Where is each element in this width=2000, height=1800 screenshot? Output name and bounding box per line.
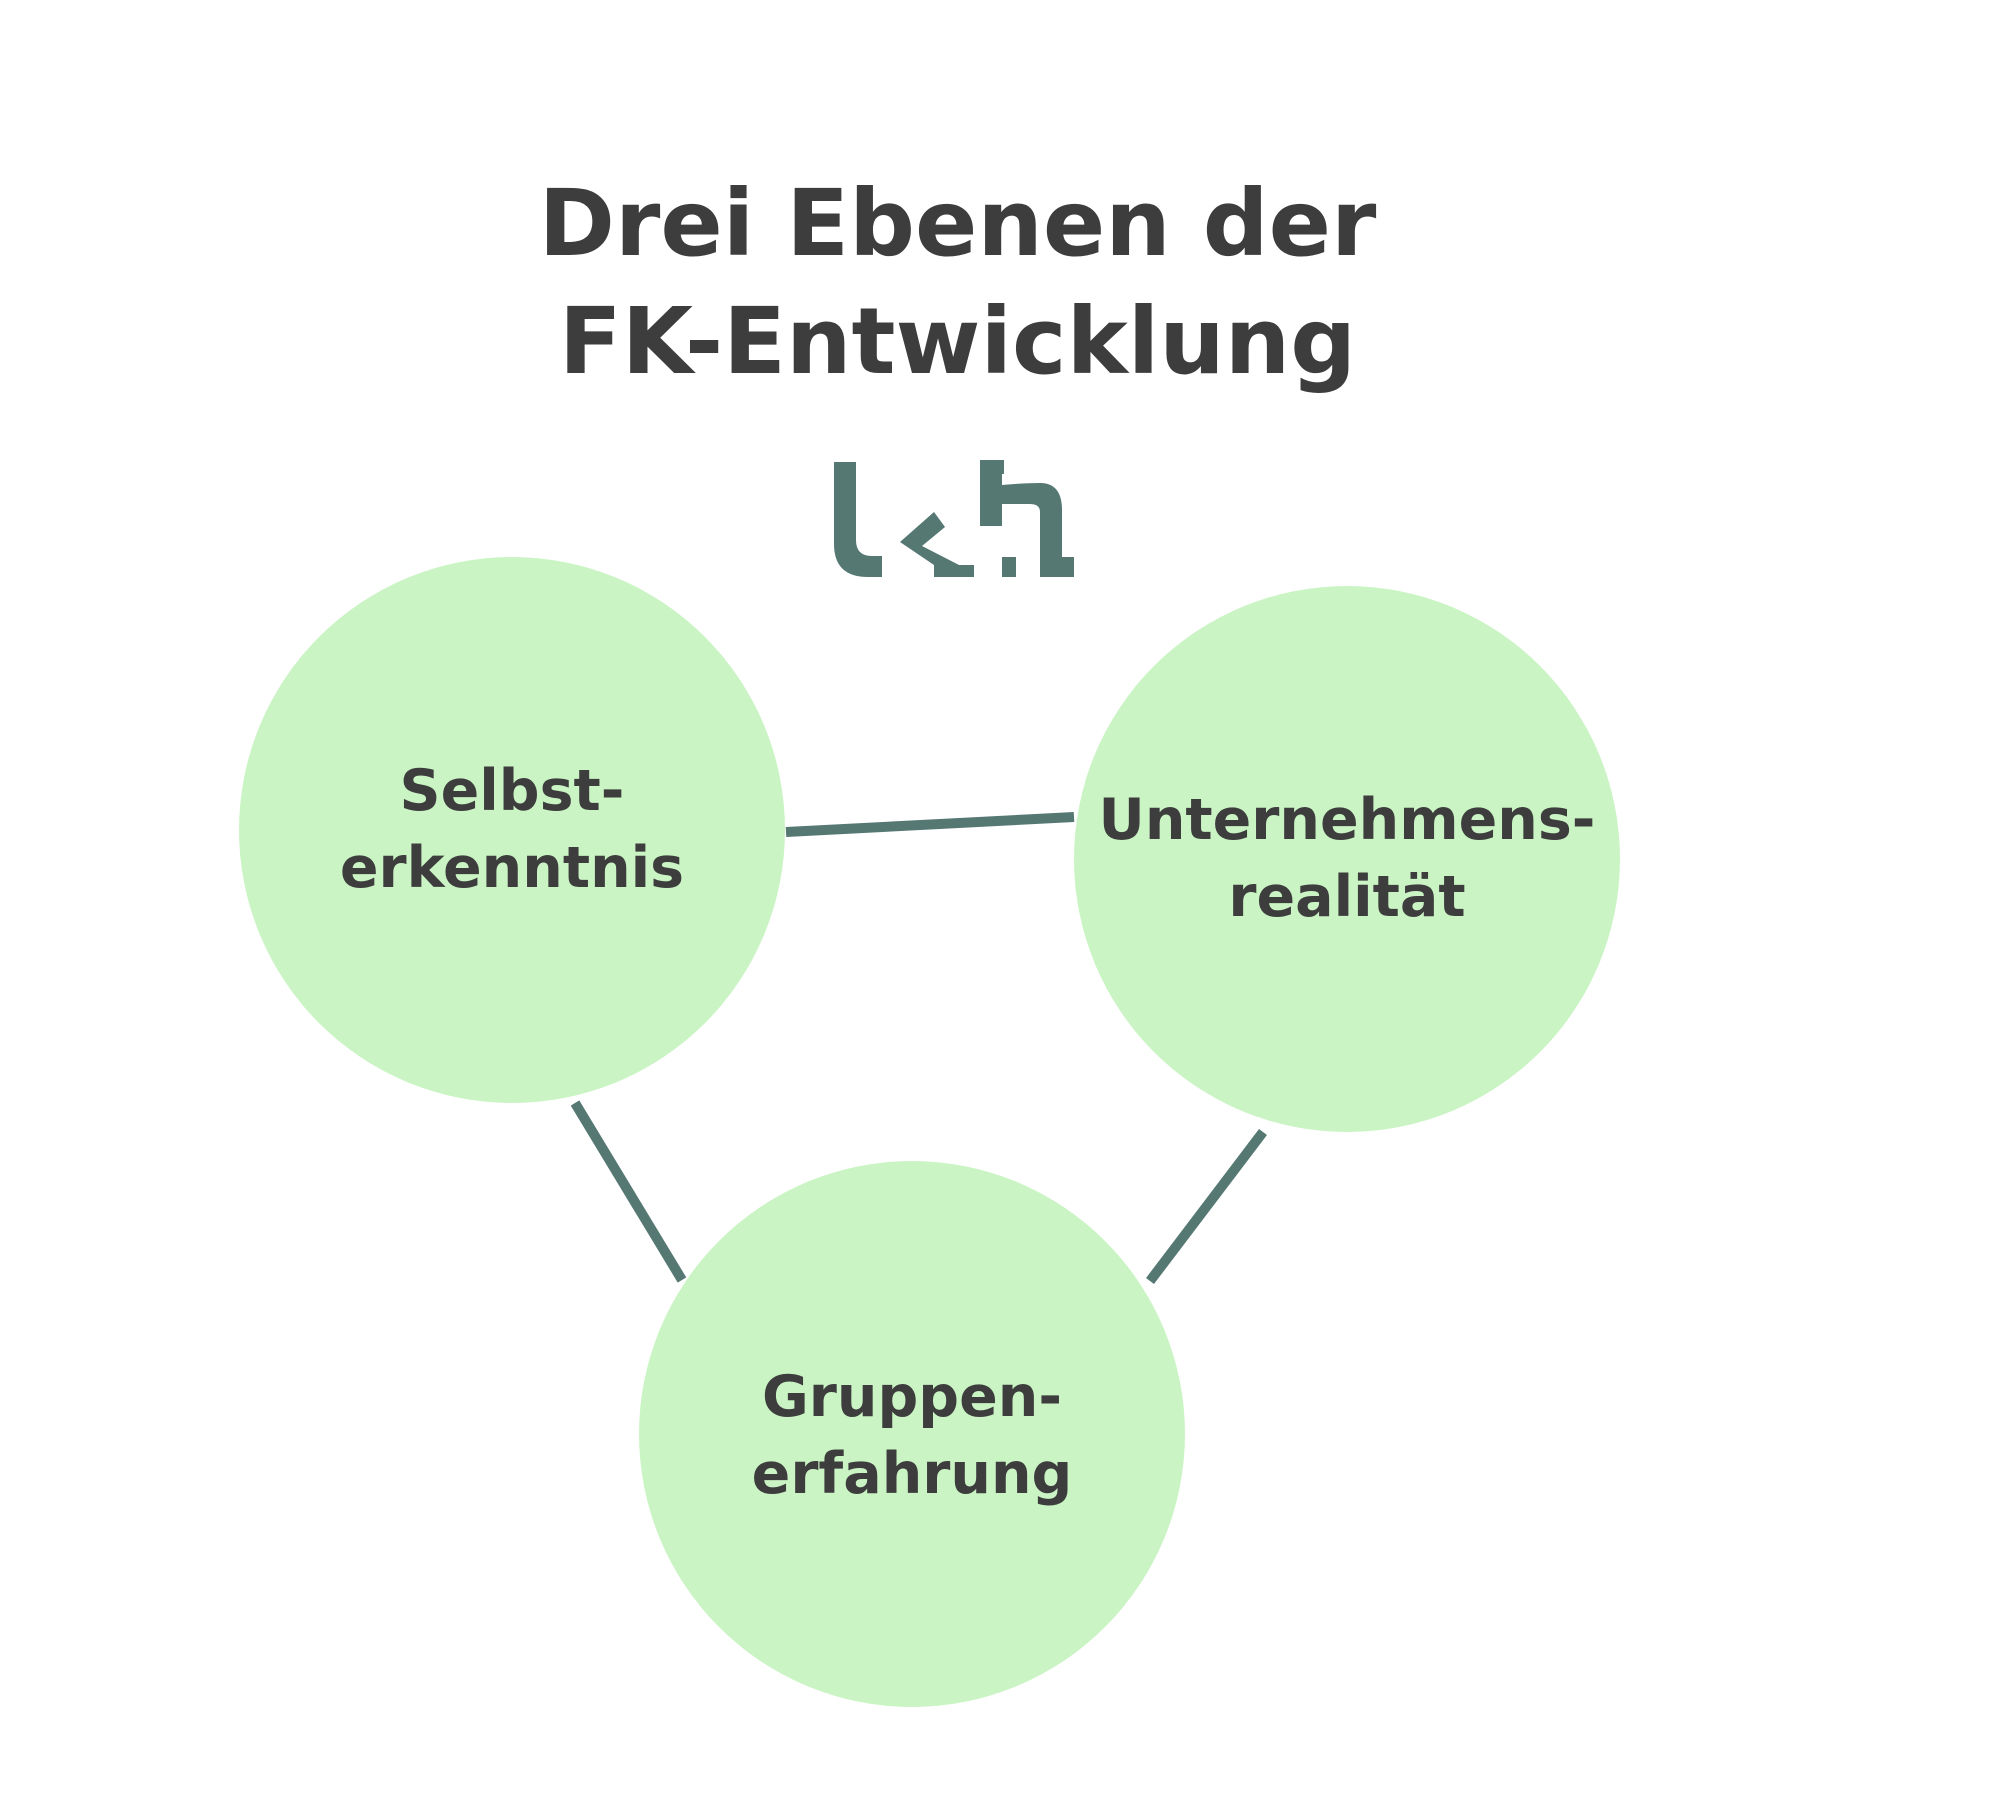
title-line-2: FK-Entwicklung	[558, 288, 1357, 395]
edge-selbst-unternehmen	[785, 812, 1075, 837]
node-label-gruppe-line-2: erfahrung	[751, 1441, 1073, 1507]
diagram-title: Drei Ebenen der FK-Entwicklung	[0, 165, 1915, 401]
node-label-selbst: Selbst- erkenntnis	[232, 753, 792, 907]
node-circle-selbst	[239, 557, 785, 1103]
edge-selbst-gruppe	[570, 1100, 687, 1283]
node-label-selbst-line-1: Selbst-	[399, 758, 625, 824]
node-label-selbst-line-2: erkenntnis	[339, 835, 685, 901]
node-circle-gruppe	[639, 1161, 1185, 1707]
node-label-unternehmen-line-2: realität	[1228, 864, 1466, 930]
node-circle-unternehmen	[1074, 586, 1620, 1132]
node-label-gruppe: Gruppen- erfahrung	[632, 1359, 1192, 1513]
title-line-1: Drei Ebenen der	[538, 170, 1377, 277]
node-label-gruppe-line-1: Gruppen-	[762, 1364, 1062, 1430]
node-label-unternehmen-line-1: Unternehmens-	[1098, 787, 1596, 853]
edge-unternehmen-gruppe	[1146, 1128, 1267, 1285]
node-label-unternehmen: Unternehmens- realität	[1067, 782, 1627, 936]
lkh-logo	[834, 460, 1074, 577]
